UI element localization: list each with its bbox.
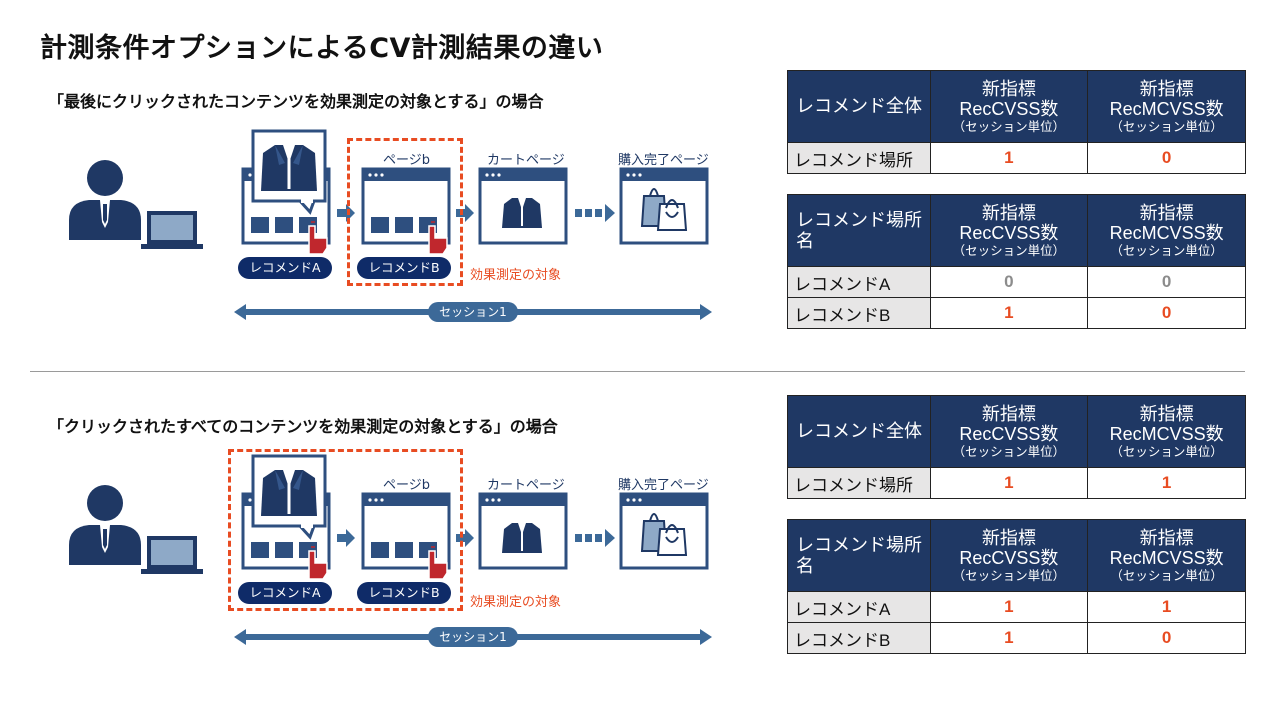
- complete-page-label: 購入完了ページ: [618, 478, 709, 493]
- table-header-label: レコメンド場所名: [787, 194, 931, 267]
- cart-page-label: カートページ: [487, 478, 565, 493]
- cart-page-label: カートページ: [487, 153, 565, 168]
- table-row: レコメンドA 0 0: [787, 266, 1246, 298]
- recommend-a-badge: レコメンドA: [238, 257, 332, 279]
- page-b-label: ページb: [383, 478, 430, 493]
- table-row: レコメンドA 1 1: [787, 591, 1246, 623]
- scenario-2-effect-frame: [228, 449, 463, 611]
- table-row: レコメンド場所 1 0: [787, 142, 1246, 174]
- page-b-label: ページb: [383, 153, 430, 168]
- recommend-b-badge: レコメンドB: [357, 582, 451, 604]
- table-row: レコメンドB 1 0: [787, 622, 1246, 654]
- effect-target-label: 効果測定の対象: [470, 268, 562, 283]
- section-divider: [30, 371, 1245, 372]
- scenario-2-heading: 「クリックされたすべてのコンテンツを効果測定の対象とする」の場合: [48, 417, 558, 436]
- session-label: セッション1: [428, 302, 518, 322]
- recommend-a-badge: レコメンドA: [238, 582, 332, 604]
- recommend-b-badge: レコメンドB: [357, 257, 451, 279]
- table-header-label: レコメンド場所名: [787, 519, 931, 592]
- table-header-label: レコメンド全体: [787, 70, 931, 143]
- page-title: 計測条件オプションによるCV計測結果の違い: [40, 33, 604, 64]
- effect-target-label: 効果測定の対象: [470, 595, 562, 610]
- table-header-label: レコメンド全体: [787, 395, 931, 468]
- scenario-1-effect-frame: [347, 138, 463, 286]
- table-row: レコメンド場所 1 1: [787, 467, 1246, 499]
- session-label: セッション1: [428, 627, 518, 647]
- scenario-1-heading: 「最後にクリックされたコンテンツを効果測定の対象とする」の場合: [48, 92, 544, 111]
- complete-page-label: 購入完了ページ: [618, 153, 709, 168]
- table-row: レコメンドB 1 0: [787, 297, 1246, 329]
